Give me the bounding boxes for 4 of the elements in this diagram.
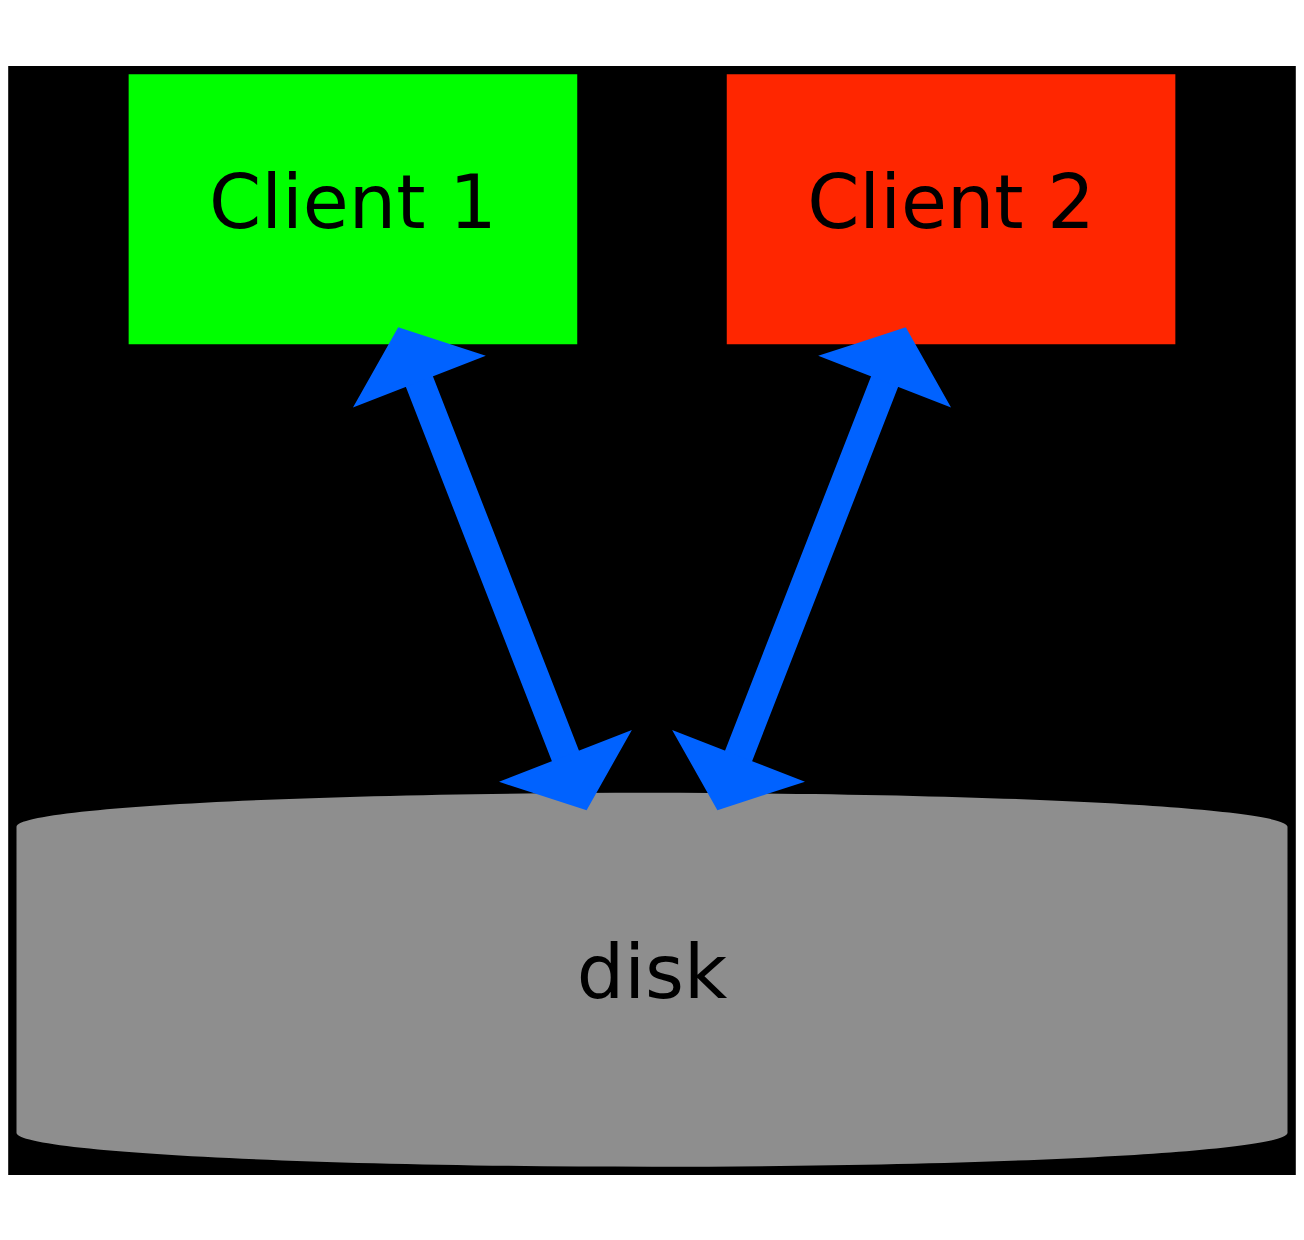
arrow (352, 326, 632, 810)
arrow (672, 326, 952, 810)
node-box: Client 2 (726, 73, 1176, 344)
node-box: Client 1 (128, 73, 578, 344)
